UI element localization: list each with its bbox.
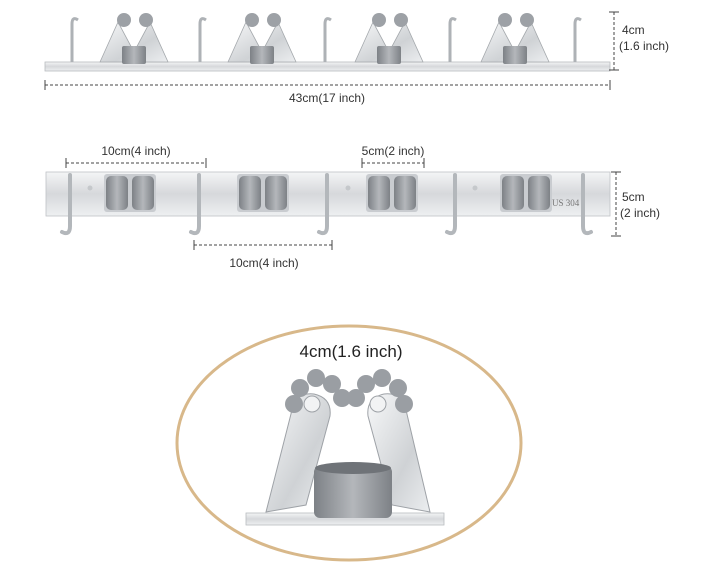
hook — [60, 173, 72, 236]
screw-hole — [345, 185, 351, 191]
hook — [581, 173, 593, 236]
hook-spacing-label: 10cm(4 inch) — [229, 256, 298, 270]
front-height-dimension — [611, 171, 621, 237]
cylinder-top — [315, 462, 391, 474]
hook-gap-dimension — [361, 158, 425, 168]
front-view: US 304 10cm(4 inch) 5cm(2 inch) 5cm (2 i… — [45, 144, 660, 270]
hook — [70, 17, 79, 62]
hook — [323, 17, 332, 62]
top-holder — [354, 13, 424, 64]
top-holder — [99, 13, 169, 64]
right-rivet — [369, 395, 387, 413]
top-height-dimension — [609, 11, 619, 71]
right-grip — [347, 369, 413, 413]
front-holder — [500, 174, 552, 212]
holder-width-label: 10cm(4 inch) — [101, 144, 170, 158]
hook — [445, 173, 457, 236]
holder-width-dimension — [65, 158, 207, 168]
front-height-label-inch: (2 inch) — [620, 206, 660, 220]
detail-width-label: 4cm(1.6 inch) — [300, 342, 403, 361]
hook — [448, 17, 457, 62]
detail-view: 4cm(1.6 inch) — [175, 324, 523, 562]
top-holder — [480, 13, 550, 64]
detail-oval — [175, 324, 523, 562]
screw-hole — [472, 185, 478, 191]
left-rivet — [303, 395, 321, 413]
top-hooks — [70, 17, 582, 62]
top-height-label: 4cm — [622, 23, 645, 37]
hook — [198, 17, 207, 62]
top-view: 4cm (1.6 inch) 43cm(17 inch) — [44, 11, 669, 105]
top-holder — [227, 13, 297, 64]
front-hooks — [60, 173, 593, 236]
hook — [189, 173, 201, 236]
hook-gap-label: 5cm(2 inch) — [362, 144, 425, 158]
screw-hole — [87, 185, 93, 191]
top-rail — [44, 61, 611, 72]
front-height-label: 5cm — [622, 190, 645, 204]
top-length-label: 43cm(17 inch) — [289, 91, 365, 105]
engraving: US 304 — [552, 198, 580, 208]
top-height-label-inch: (1.6 inch) — [619, 39, 669, 53]
hook — [317, 173, 329, 236]
top-length-dimension — [44, 80, 611, 90]
front-holder — [366, 174, 418, 212]
hook — [573, 17, 582, 62]
front-holder — [104, 174, 156, 212]
center-cylinder — [314, 466, 392, 518]
hook-spacing-dimension — [193, 240, 333, 250]
front-holder — [237, 174, 289, 212]
left-grip — [285, 369, 351, 413]
